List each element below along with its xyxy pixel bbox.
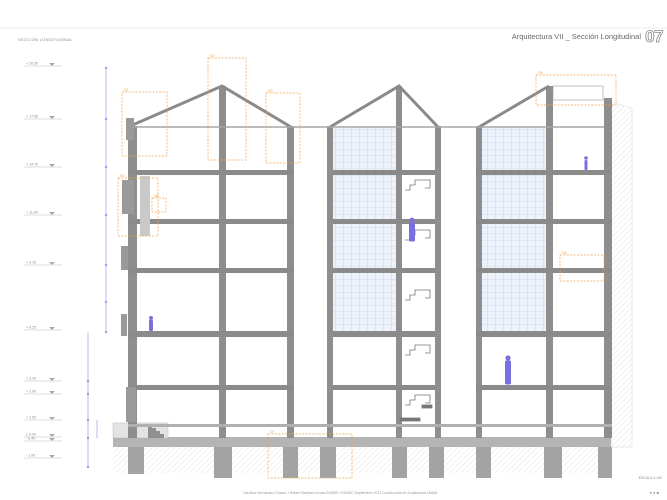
slabs: [128, 170, 612, 427]
callout-label: D8: [154, 194, 159, 198]
glazing-panels: [333, 128, 546, 331]
level-marker: + 17.50: [24, 115, 62, 120]
school-logo: ● ● ■: [649, 490, 659, 495]
level-label: - 0.40: [26, 437, 35, 441]
level-marker: + 6.25: [24, 326, 62, 331]
sheet-number: 07: [645, 27, 664, 47]
detail-callout: D6: [559, 251, 605, 282]
detail-callout: D8: [151, 194, 167, 213]
callout-label: D1: [124, 88, 129, 92]
detail-callout: D2: [207, 54, 247, 161]
central-stair: [399, 179, 433, 422]
detail-callout: D3: [265, 89, 301, 164]
level-label: ± 0.00: [26, 433, 36, 437]
detail-callout: D4: [117, 174, 159, 237]
level-label: + 2.00: [26, 390, 36, 394]
detail-callout: D7: [267, 430, 353, 479]
level-label: + 9.10: [26, 261, 36, 265]
person-figure-1: [149, 316, 153, 331]
level-label: + 11.90: [26, 211, 38, 215]
person-figure-2: [409, 217, 415, 242]
callout-label: D4: [120, 174, 125, 178]
vertical-dimension-line: [86, 66, 108, 469]
level-label: + 20.50: [26, 62, 38, 66]
level-label: + 3.30: [26, 377, 36, 381]
callout-label: D5: [538, 71, 543, 75]
level-marker: + 20.50: [24, 62, 62, 67]
level-marker: - 2.00: [24, 454, 62, 459]
callout-label: D7: [270, 430, 275, 434]
level-marker: - 0.40: [24, 437, 62, 442]
level-marker: + 11.90: [24, 211, 62, 216]
level-marker: + 14.70: [24, 163, 62, 168]
level-label: + 6.25: [26, 326, 36, 330]
scale-label: ESCALA 1:100: [638, 476, 662, 480]
human-figures: [149, 156, 588, 385]
person-figure-3: [505, 355, 511, 385]
level-markers: + 20.50 + 17.50 + 14.70 + 11.90 + 9.10 + 6.25…: [24, 62, 62, 459]
level-label: + 1.00: [26, 416, 36, 420]
level-marker: + 9.10: [24, 261, 62, 266]
person-figure-4: [584, 156, 588, 170]
section-label: SECCIÓN LONGITUDINAL: [18, 37, 73, 42]
level-label: - 2.00: [26, 454, 35, 458]
level-marker: + 1.00: [24, 416, 62, 421]
level-marker: ± 0.00: [24, 433, 62, 438]
level-label: + 14.70: [26, 163, 38, 167]
sheet-title: Arquitectura VII _ Sección Longitudinal: [511, 32, 641, 41]
level-label: + 17.50: [26, 115, 38, 119]
callout-label: D3: [268, 89, 273, 93]
footer-credits: Carolina Hernandez Chavez / Rafael Marti…: [243, 491, 438, 495]
level-marker: + 2.00: [24, 390, 62, 395]
detail-callout: D1: [121, 88, 168, 157]
level-marker: + 3.30: [24, 377, 62, 382]
left-facade-details: [121, 118, 150, 422]
roofs: [127, 84, 604, 129]
callout-label: D6: [562, 251, 567, 255]
detail-callout: D5: [535, 71, 617, 106]
callout-label: D2: [210, 54, 215, 58]
